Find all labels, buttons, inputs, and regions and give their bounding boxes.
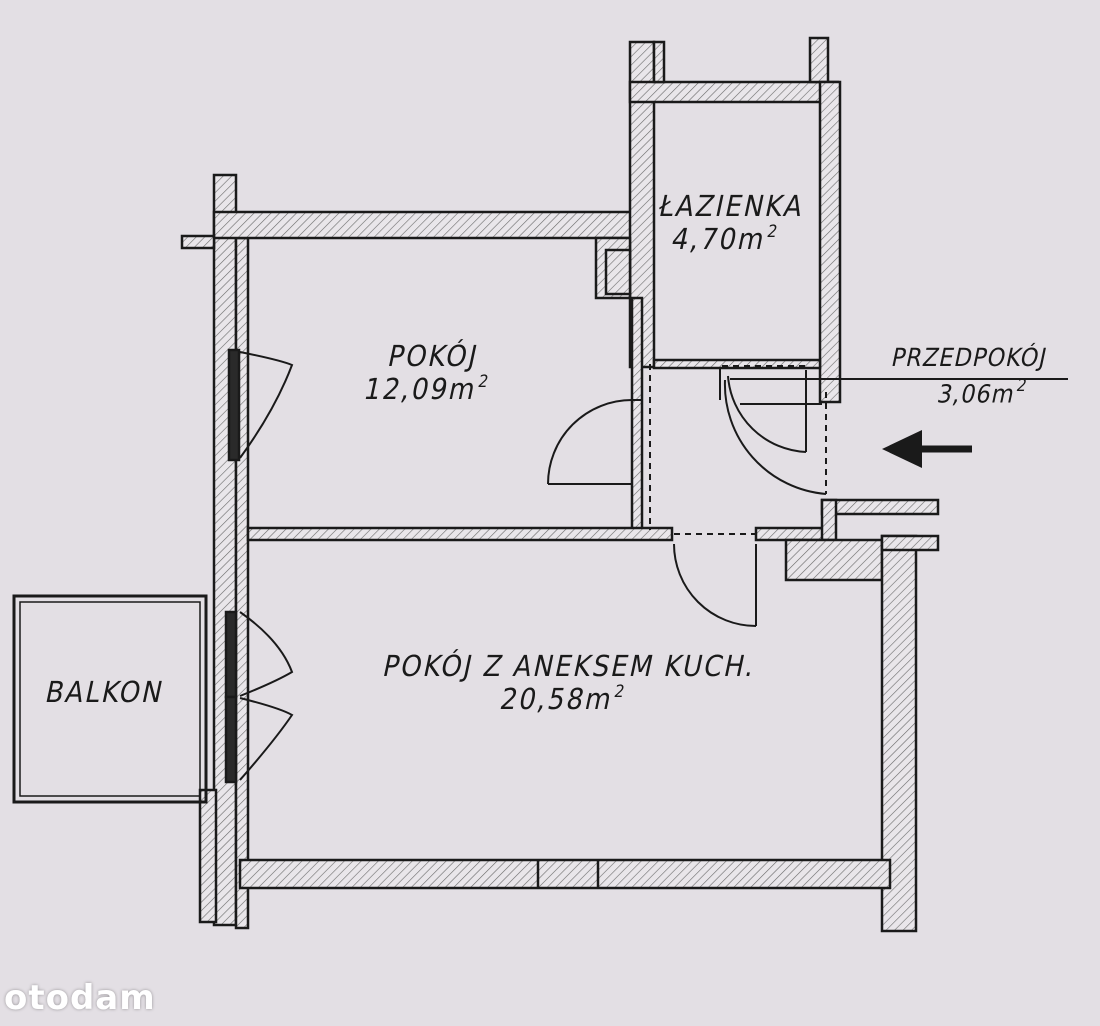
room-label-balkon: BALKON <box>42 675 168 709</box>
entrance-arrow <box>882 430 972 468</box>
wall-bathroom-top <box>628 80 840 104</box>
room-area-pokoj: 12,09m2 <box>360 371 493 407</box>
door-bathroom-arc <box>727 375 807 453</box>
window-swing-pokoj <box>239 351 294 459</box>
room-area-lazienka: 4,70m2 <box>668 221 782 257</box>
room-name-pokoj: POKÓJ <box>384 339 483 373</box>
wall-bathroom-bottom <box>652 358 822 370</box>
wall-middle-right <box>754 526 828 542</box>
door-pokoj-arc <box>547 399 633 485</box>
door-entrance-arc <box>723 379 827 495</box>
room-label-lazienka: ŁAZIENKA 4,70m2 <box>649 189 808 257</box>
room-label-pokoj: POKÓJ 12,09m2 <box>360 339 499 407</box>
wall-bathroom-top-stub <box>652 40 666 84</box>
room-label-pokoj-aneks: POKÓJ Z ANEKSEM KUCH. 20,58m2 <box>373 649 760 717</box>
window-pokoj <box>227 348 241 462</box>
wall-middle <box>246 526 674 542</box>
room-name-balkon: BALKON <box>42 675 168 709</box>
room-area-przedpokoj: 3,06m2 <box>934 375 1030 409</box>
wall-top-pokoj <box>212 210 641 240</box>
window-swing-aneks-2 <box>239 697 294 781</box>
brand-watermark-otodam: otodam <box>4 978 156 1018</box>
wall-stub-left <box>180 234 216 250</box>
window-aneks-2 <box>224 695 238 784</box>
room-name-przedpokoj: PRZEDPOKÓJ <box>888 343 1051 372</box>
room-name-lazienka: ŁAZIENKA <box>656 189 808 223</box>
wall-partition-pokoj <box>630 296 644 532</box>
kitchen-cabinet <box>784 538 884 582</box>
window-swing-aneks-1 <box>239 611 294 697</box>
wall-entrance-lower <box>820 498 940 516</box>
room-label-przedpokoj: PRZEDPOKÓJ 3,06m2 <box>881 343 1051 409</box>
shaft-inner <box>604 248 632 296</box>
wall-left-lower-stub <box>198 788 218 924</box>
balcony-inner <box>19 601 201 797</box>
balcony-outline <box>12 594 208 804</box>
door-aneks-arc <box>673 543 757 627</box>
window-aneks-1 <box>224 610 238 699</box>
wall-bathroom-top-stub-right <box>808 36 830 84</box>
room-area-pokoj-aneks: 20,58m2 <box>497 681 629 717</box>
wall-right-top <box>880 534 940 552</box>
wall-left-exterior <box>212 173 238 927</box>
room-name-pokoj-aneks: POKÓJ Z ANEKSEM KUCH. <box>380 649 760 683</box>
wall-bottom <box>238 858 892 890</box>
wall-bathroom-right <box>818 80 842 404</box>
wall-left-inner <box>234 236 250 930</box>
wall-entrance-stub <box>820 498 838 542</box>
